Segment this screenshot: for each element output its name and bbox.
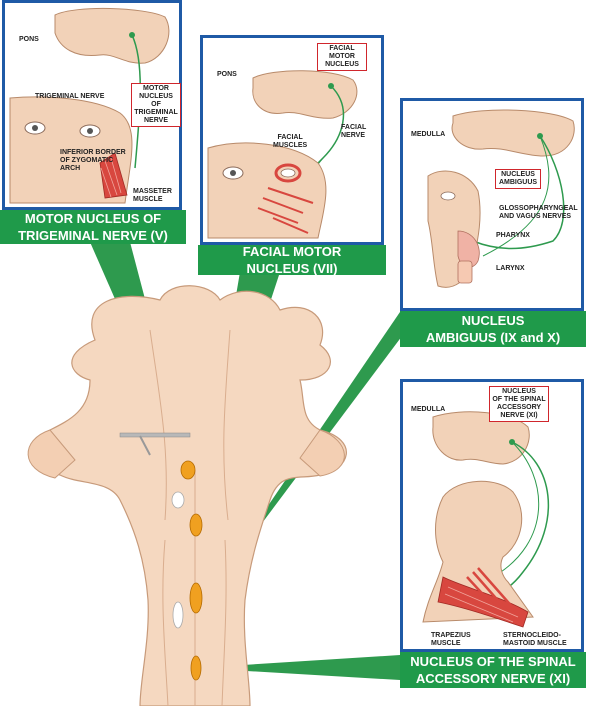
label-trapezius-muscle: TRAPEZIUS MUSCLE (431, 632, 471, 647)
banner-ambiguus: NUCLEUS AMBIGUUS (IX and X) (400, 311, 586, 347)
nucleus-accessory-marker (190, 655, 202, 681)
label-trigeminal-nerve: TRIGEMINAL NERVE (35, 93, 105, 100)
nucleus-ambiguus-marker (189, 582, 203, 614)
label-motor-nucleus: MOTOR NUCLEUS OF TRIGEMINAL NERVE (131, 83, 181, 127)
label-medulla: MEDULLA (411, 406, 446, 413)
brainstem-body (33, 285, 347, 706)
label-pons: PONS (217, 71, 237, 78)
banner-trigeminal: MOTOR NUCLEUS OF TRIGEMINAL NERVE (V) (0, 210, 186, 244)
panel-accessory: MEDULLA NUCLEUS OF THE SPINAL ACCESSORY … (400, 379, 584, 652)
label-nucleus-ambiguus: NUCLEUS AMBIGUUS (495, 169, 541, 189)
nucleus-white-marker (171, 491, 185, 509)
label-larynx: LARYNX (496, 265, 525, 272)
label-pharynx: PHARYNX (496, 232, 530, 239)
panel-trigeminal: PONS MOTOR NUCLEUS OF TRIGEMINAL NERVE T… (2, 0, 182, 210)
banner-accessory: NUCLEUS OF THE SPINAL ACCESSORY NERVE (X… (400, 652, 586, 688)
label-pons: PONS (19, 36, 39, 43)
nucleus-facial-marker (189, 513, 203, 537)
label-facial-nerve: FACIAL NERVE (341, 124, 367, 139)
cerebellar-peduncle-right (299, 429, 345, 477)
banner-facial: FACIAL MOTOR NUCLEUS (VII) (198, 244, 386, 276)
label-masseter-muscle: MASSETER MUSCLE (133, 188, 172, 203)
label-glossopharyngeal-vagus: GLOSSOPHARYNGEAL AND VAGUS NERVES (499, 205, 578, 220)
pointer-accessory (196, 655, 400, 680)
label-facial-muscles: FACIAL MUSCLES (273, 134, 308, 149)
nucleus-trigeminal-marker (180, 460, 196, 480)
label-zygomatic-arch: INFERIOR BORDER OF ZYGOMATIC ARCH (60, 149, 126, 172)
cerebellar-peduncle-left (27, 429, 76, 479)
label-sternocleidomastoid-muscle: STERNOCLEIDO- MASTOID MUSCLE (503, 632, 567, 647)
label-facial-motor-nucleus: FACIAL MOTOR NUCLEUS (317, 43, 367, 71)
panel-ambiguus: MEDULLA NUCLEUS AMBIGUUS GLOSSOPHARYNGEA… (400, 98, 584, 311)
label-medulla: MEDULLA (411, 131, 446, 138)
label-nucleus-spinal-accessory: NUCLEUS OF THE SPINAL ACCESSORY NERVE (X… (489, 386, 549, 422)
panel-facial: FACIAL MOTOR NUCLEUS PONS FACIAL NERVE F… (200, 35, 384, 245)
